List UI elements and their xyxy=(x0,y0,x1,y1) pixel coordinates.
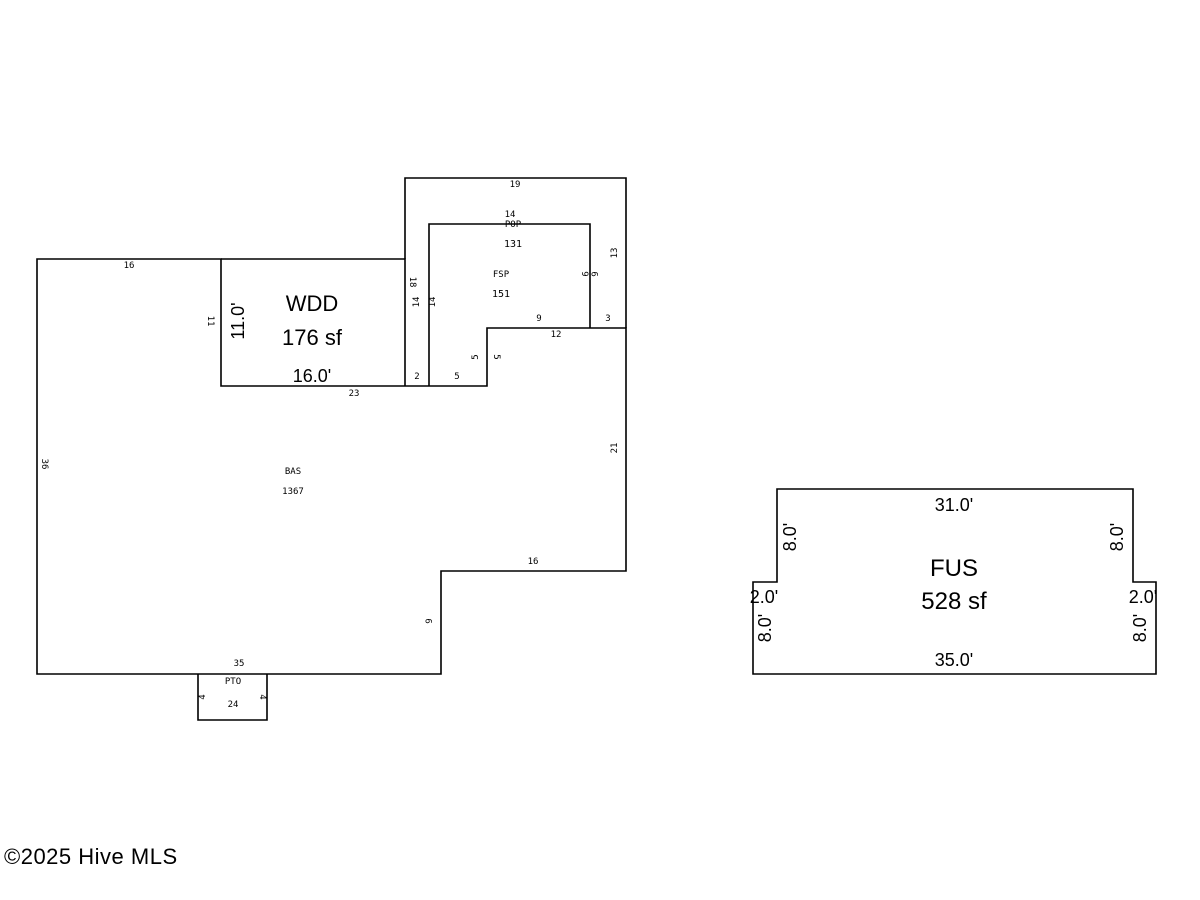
fus-outline xyxy=(752,488,1157,675)
dim-fus-lower-right: 8.0' xyxy=(1130,614,1150,642)
dim-fsp-step-5a: 5 xyxy=(471,354,481,359)
dim-fsp-right-b: 9 xyxy=(591,271,601,276)
dim-bas-step-top: 16 xyxy=(528,557,539,567)
pto-area: 24 xyxy=(228,700,239,710)
wdd-area: 176 sf xyxy=(282,325,343,350)
fsp-area: 151 xyxy=(492,289,510,300)
dim-bas-5: 5 xyxy=(454,372,459,382)
bas-area: 1367 xyxy=(282,487,304,497)
dim-fus-upper-right: 8.0' xyxy=(1107,523,1127,551)
dim-bas-right: 21 xyxy=(610,443,620,454)
dim-fus-upper-left: 8.0' xyxy=(780,523,800,551)
fsp-code: FSP xyxy=(493,270,510,280)
dim-wdd-height: 11.0' xyxy=(228,302,248,339)
pto-outline xyxy=(197,674,268,721)
dim-wdd-left: 11 xyxy=(205,316,215,327)
bas-code: BAS xyxy=(285,467,301,477)
dim-fsp-top: 14 xyxy=(505,210,516,220)
pop-outline xyxy=(404,177,627,328)
copyright-notice: ©2025 Hive MLS xyxy=(4,844,178,869)
dim-fus-bottom: 35.0' xyxy=(935,650,973,670)
pto-code: PTO xyxy=(225,677,241,687)
fus-area: 528 sf xyxy=(921,588,987,615)
pop-area: 131 xyxy=(504,239,522,250)
dim-pto-right: 4 xyxy=(257,694,267,699)
dim-pop-left: 18 xyxy=(407,277,417,288)
dim-pop-right: 13 xyxy=(610,248,620,259)
dim-fus-top: 31.0' xyxy=(935,495,973,515)
wdd-code: WDD xyxy=(286,291,339,316)
dim-fsp-right-a: 9 xyxy=(579,271,589,276)
dim-pop-top: 19 xyxy=(510,180,521,190)
dim-fsp-left-a: 14 xyxy=(412,297,422,308)
fsp-outline xyxy=(428,223,591,386)
dim-fsp-left-b: 14 xyxy=(428,297,438,308)
dim-fsp-step-5b: 5 xyxy=(491,354,501,359)
dim-bas-step-side: 9 xyxy=(425,618,435,623)
dim-fus-step-left: 2.0' xyxy=(750,587,778,607)
dim-fus-lower-left: 8.0' xyxy=(755,614,775,642)
dim-bas-left: 36 xyxy=(39,459,49,470)
dim-pop-12: 12 xyxy=(551,330,562,340)
fus-code: FUS xyxy=(930,555,978,582)
dim-pop-corner: 3 xyxy=(605,314,610,324)
dim-wdd-width: 16.0' xyxy=(293,366,331,386)
dim-pto-left: 4 xyxy=(198,694,208,699)
dim-fsp-step-9: 9 xyxy=(536,314,541,324)
dim-bas-bottom: 35 xyxy=(234,659,245,669)
dim-bas-mid: 23 xyxy=(349,389,360,399)
dim-bas-2: 2 xyxy=(414,372,419,382)
pop-code: POP xyxy=(505,220,522,230)
dim-wdd-top: 16 xyxy=(124,261,135,271)
dim-fus-step-right: 2.0' xyxy=(1129,587,1157,607)
